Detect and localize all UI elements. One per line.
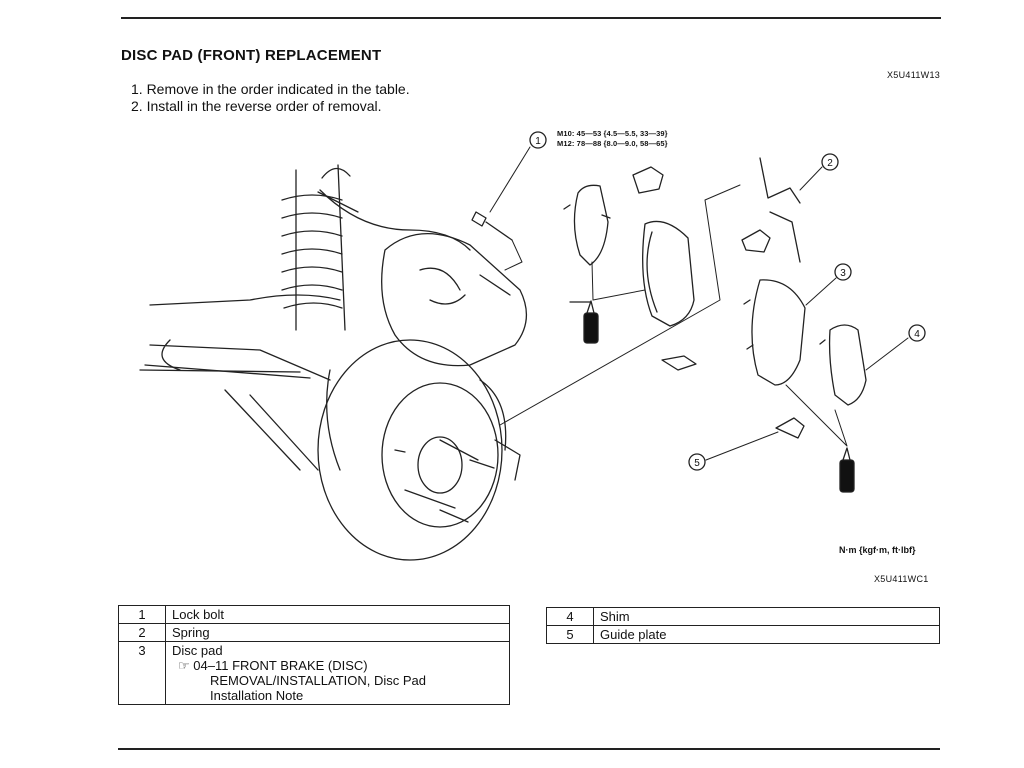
callout-circle-3	[834, 263, 852, 281]
step-1: 1. Remove in the order indicated in the …	[131, 81, 410, 97]
outer-disc-pad	[743, 279, 806, 386]
callout-circle-1	[529, 131, 547, 149]
grease-leader-1	[592, 289, 646, 301]
parts-table-left: 1 Lock bolt 2 Spring 3 Disc pad ☞ 04–11 …	[118, 605, 510, 705]
callout-number-1: 1	[535, 136, 541, 147]
reference-line-3: Installation Note	[210, 688, 304, 703]
part-name: Guide plate	[593, 625, 940, 644]
top-rule	[121, 17, 941, 19]
part-name: Spring	[165, 623, 510, 642]
guide-plate-upper	[632, 166, 664, 194]
inner-disc-pad	[642, 220, 695, 327]
callout-number-5: 5	[694, 458, 700, 469]
lock-bolt	[471, 211, 513, 241]
lower-arm	[139, 294, 341, 381]
table-row: 5 Guide plate	[546, 625, 940, 644]
bolt-leader	[504, 239, 523, 271]
coil-spring	[281, 194, 343, 309]
part-number: 3	[118, 641, 166, 705]
reference-link[interactable]: ☞ 04–11 FRONT BRAKE (DISC)	[172, 658, 503, 673]
callout-line-5	[705, 431, 779, 461]
brake-disc-outer	[317, 339, 503, 561]
callout-number-4: 4	[914, 329, 920, 340]
grease-leader-2	[785, 384, 848, 447]
torque-m10: M10: 45—53 {4.5—5.5, 33—39}	[557, 129, 668, 138]
caliper	[381, 233, 527, 367]
reference-line-1: 04–11 FRONT BRAKE (DISC)	[193, 658, 368, 673]
knuckle	[326, 369, 521, 481]
procedure-steps: 1. Remove in the order indicated in the …	[131, 81, 410, 115]
guide-plate-right-lower	[775, 417, 805, 439]
anti-rattle-spring	[759, 157, 801, 263]
inner-shim	[563, 184, 611, 266]
torque-m12: M12: 78—88 {8.0—9.0, 58—65}	[557, 139, 668, 148]
torque-spec: M10: 45—53 {4.5—5.5, 33—39} M12: 78—88 {…	[557, 129, 668, 149]
tie-rod	[144, 364, 319, 471]
table-row: 4 Shim	[546, 607, 940, 626]
outer-shim	[819, 324, 867, 406]
callout-line-2	[799, 166, 823, 191]
part-name-cell: Disc pad ☞ 04–11 FRONT BRAKE (DISC) REMO…	[165, 641, 510, 705]
exploded-view-frame	[499, 184, 741, 426]
torque-units: N·m {kgf·m, ft·lbf}	[839, 545, 916, 555]
callout-circle-2	[821, 153, 839, 171]
bottom-rule	[118, 748, 940, 750]
part-name: Lock bolt	[165, 605, 510, 624]
guide-plate-right-upper	[741, 229, 771, 253]
grease-tube-1-cap	[569, 300, 595, 314]
step-2: 2. Install in the reverse order of remov…	[131, 98, 382, 114]
callout-number-3: 3	[840, 268, 846, 279]
table-row: 2 Spring	[118, 623, 510, 642]
table-row: 3 Disc pad ☞ 04–11 FRONT BRAKE (DISC) RE…	[118, 641, 510, 705]
part-number: 4	[546, 607, 594, 626]
grease-tube-2-cap	[842, 447, 851, 461]
grease-tube-1	[583, 312, 599, 344]
part-name: Shim	[593, 607, 940, 626]
caliper-detail	[419, 267, 511, 305]
part-number: 2	[118, 623, 166, 642]
wheel-studs	[394, 439, 495, 523]
callout-line-3	[805, 277, 837, 306]
brake-disc-inner	[381, 382, 499, 528]
reference-line-2: REMOVAL/INSTALLATION, Disc Pad	[210, 673, 426, 688]
grease-leader-1b	[591, 261, 594, 301]
figure-code-bottom: X5U411WC1	[874, 574, 929, 584]
part-number: 5	[546, 625, 594, 644]
reference-icon: ☞	[178, 658, 190, 673]
callout-line-1	[489, 146, 531, 213]
page-title: DISC PAD (FRONT) REPLACEMENT	[121, 47, 382, 64]
callout-circle-4	[908, 324, 926, 342]
callout-circle-5	[688, 453, 706, 471]
guide-plate-lower	[661, 355, 697, 371]
grease-tube-2	[839, 459, 855, 493]
callout-number-2: 2	[827, 158, 833, 169]
part-number: 1	[118, 605, 166, 624]
hub	[417, 436, 463, 494]
callout-line-4	[865, 337, 909, 371]
table-row: 1 Lock bolt	[118, 605, 510, 624]
brake-hose	[319, 189, 471, 251]
figure-code-top: X5U411W13	[887, 70, 941, 80]
part-name: Disc pad	[172, 643, 223, 658]
parts-table-right: 4 Shim 5 Guide plate	[546, 607, 940, 644]
